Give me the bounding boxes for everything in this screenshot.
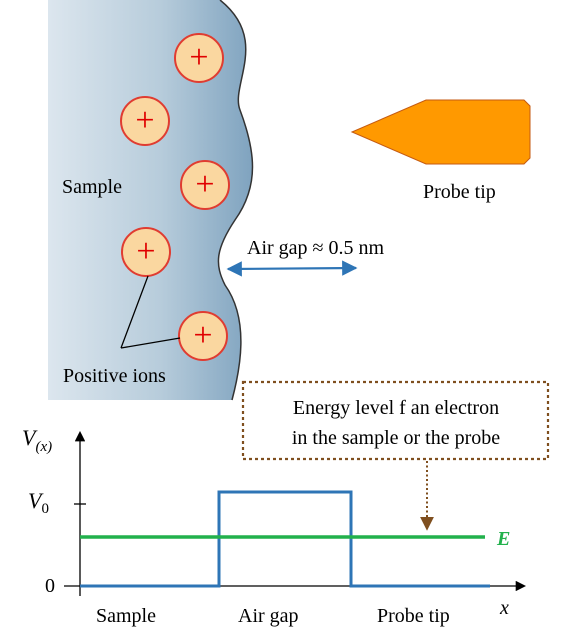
v0-label: V0 xyxy=(28,488,49,517)
sample-label: Sample xyxy=(62,176,122,198)
sample-surface-edge xyxy=(217,0,254,401)
potential-barrier-line xyxy=(80,490,490,588)
positive-ion: + xyxy=(178,311,228,361)
zero-label: 0 xyxy=(45,575,55,597)
energy-label: E xyxy=(496,528,510,550)
ion-pointer-line xyxy=(120,275,149,349)
probe-tip-shape xyxy=(350,99,531,165)
positive-ion: + xyxy=(174,33,224,83)
ion-pointer-line xyxy=(120,337,181,349)
air-gap-label: Air gap ≈ 0.5 nm xyxy=(247,237,385,259)
sample-block xyxy=(48,0,253,400)
svg-text:+: + xyxy=(189,39,208,76)
svg-text:+: + xyxy=(136,233,155,270)
energy-callout-box xyxy=(241,380,550,461)
positive-ions-label: Positive ions xyxy=(63,365,166,387)
region-label-probe-tip: Probe tip xyxy=(377,605,450,627)
svg-text:+: + xyxy=(193,317,212,354)
positive-ion: + xyxy=(121,227,171,277)
probe-tip-label: Probe tip xyxy=(423,181,496,203)
air-gap-arrow xyxy=(226,260,358,277)
region-label-sample: Sample xyxy=(96,605,156,627)
x-axis-label: x xyxy=(499,597,509,619)
callout-line-2: in the sample or the probe xyxy=(292,427,500,449)
positive-ion: + xyxy=(120,96,170,146)
region-label-air-gap: Air gap xyxy=(238,605,299,627)
callout-line-1: Energy level f an electron xyxy=(293,397,499,419)
svg-text:+: + xyxy=(135,102,154,139)
positive-ion: + xyxy=(180,160,230,210)
svg-text:+: + xyxy=(195,166,214,203)
y-axis-label: V(x) xyxy=(22,425,52,455)
